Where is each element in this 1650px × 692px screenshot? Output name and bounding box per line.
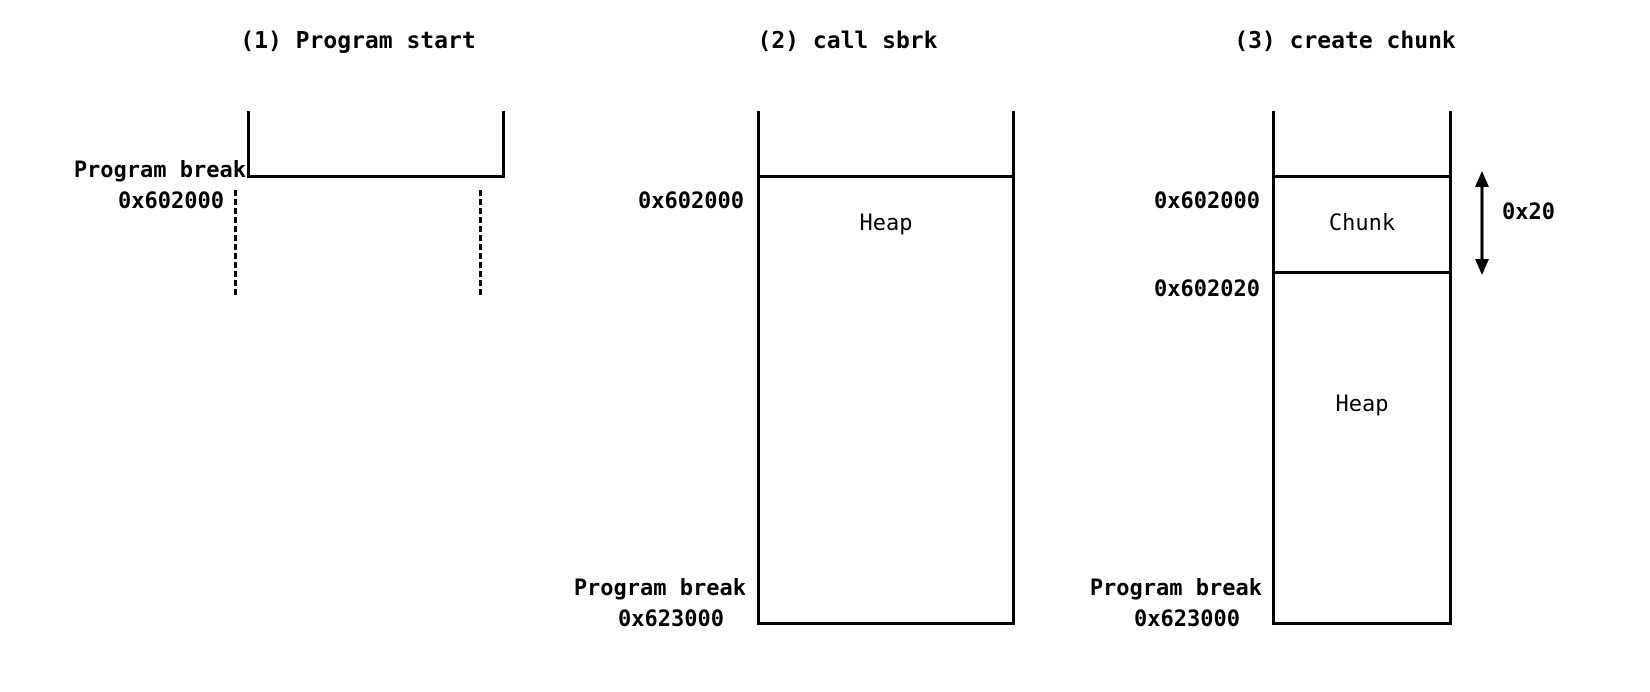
panel-3-chunk-label: Chunk <box>1328 211 1396 236</box>
panel-2-right-border <box>1012 111 1015 625</box>
panel-2-left-border <box>757 111 760 625</box>
panel-3-heap-label: Heap <box>1335 392 1389 417</box>
panel-1-right-border-dashed <box>479 190 482 295</box>
panel-1-left-border-solid <box>247 111 250 178</box>
panel-3-chunk-start-line <box>1272 175 1452 178</box>
panel-1-title: (1) Program start <box>240 28 476 54</box>
panel-1-right-border-solid <box>502 111 505 178</box>
panel-1-program-break-address: 0x602000 <box>118 189 224 214</box>
panel-3-chunk-start-address: 0x602000 <box>1154 189 1260 214</box>
panel-3-program-break-line <box>1272 622 1452 625</box>
panel-3-program-break-address: 0x623000 <box>1134 607 1240 632</box>
panel-1-program-break-label: Program break <box>73 158 246 183</box>
panel-3-chunk-end-address: 0x602020 <box>1154 277 1260 302</box>
panel-3-chunk-end-line <box>1272 271 1452 274</box>
panel-1-left-border-dashed <box>234 190 237 295</box>
panel-2-program-break-address: 0x623000 <box>618 607 724 632</box>
chunk-size-double-arrow-icon <box>1475 171 1489 275</box>
panel-2-heap-label: Heap <box>859 211 913 236</box>
panel-2-program-break-line <box>757 622 1015 625</box>
panel-2-top-address-line <box>757 175 1015 178</box>
panel-3-chunk-size-label: 0x20 <box>1502 200 1555 225</box>
panel-3-left-border <box>1272 111 1275 625</box>
panel-2-title: (2) call sbrk <box>757 28 938 54</box>
panel-1-program-break-line <box>247 175 505 178</box>
panel-3-right-border <box>1449 111 1452 625</box>
panel-3-program-break-label: Program break <box>1089 576 1262 601</box>
panel-3-title: (3) create chunk <box>1234 28 1456 54</box>
panel-2-program-break-label: Program break <box>573 576 746 601</box>
panel-2-top-address: 0x602000 <box>638 189 744 214</box>
